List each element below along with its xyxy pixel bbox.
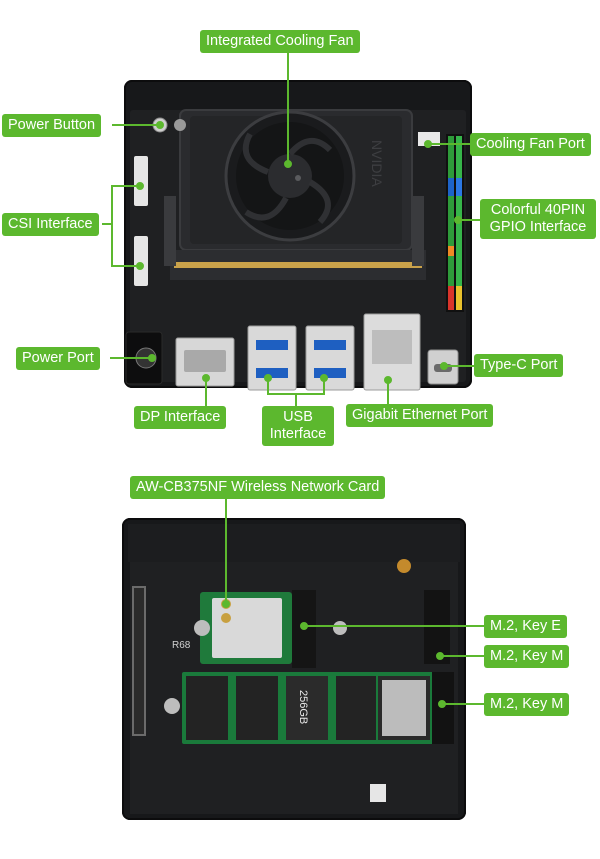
label-m2-key-e: M.2, Key E (484, 615, 567, 638)
csi-connector-2 (134, 236, 148, 286)
label-usb-line-2: Interface (269, 426, 327, 442)
fan-port (418, 132, 440, 146)
label-csi-interface: CSI Interface (2, 213, 99, 236)
r68-mark: R68 (172, 640, 191, 651)
label-gpio-line-2: GPIO Interface (489, 219, 587, 235)
label-power-button: Power Button (2, 114, 102, 137)
label-gpio-line-1: Colorful 40PIN (490, 202, 586, 218)
ssd-capacity-mark: 256GB (297, 690, 309, 724)
label-m2-key-m-1: M.2, Key M (484, 645, 570, 668)
label-cooling-fan-port: Cooling Fan Port (470, 133, 591, 156)
nvidia-mark: NVIDIA (369, 140, 385, 187)
label-usb-interface: USB Interface (262, 406, 334, 446)
label-gigabit-ethernet-port: Gigabit Ethernet Port (346, 404, 494, 427)
m2-key-m-slot-2 (432, 672, 454, 744)
label-gpio-interface: Colorful 40PIN GPIO Interface (480, 199, 596, 239)
label-usb-line-1: USB (283, 409, 313, 425)
label-typec-port: Type-C Port (474, 354, 564, 377)
csi-connector-1 (134, 156, 148, 206)
label-wireless-network-card: AW-CB375NF Wireless Network Card (130, 476, 386, 499)
label-m2-key-m-2: M.2, Key M (484, 693, 570, 716)
label-integrated-cooling-fan: Integrated Cooling Fan (200, 30, 360, 53)
label-power-port: Power Port (16, 347, 100, 370)
label-dp-interface: DP Interface (134, 406, 227, 429)
gpio-header (446, 134, 464, 312)
